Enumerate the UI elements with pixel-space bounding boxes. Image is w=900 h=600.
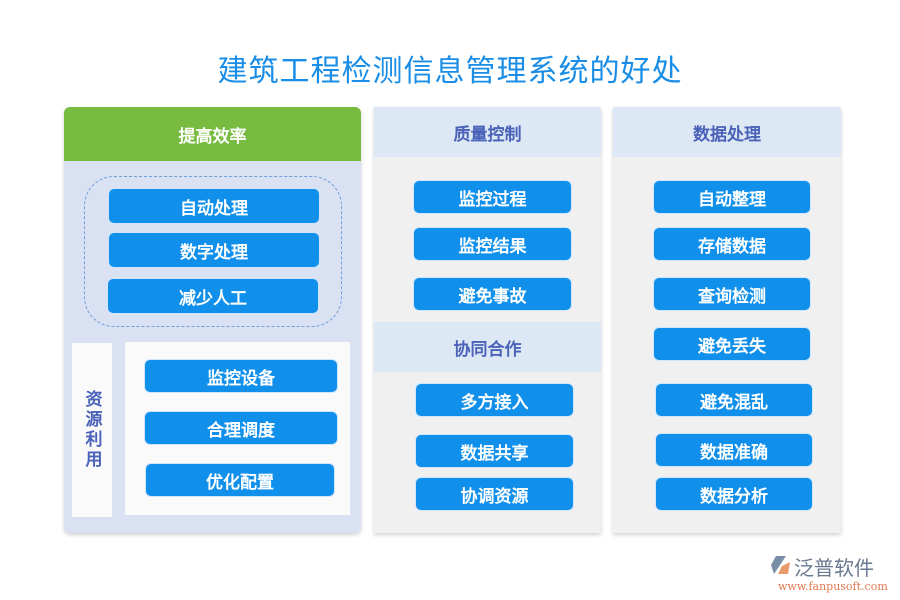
item-button[interactable]: 查询检测 (653, 277, 811, 311)
quality-panel: 质量控制 监控过程 监控结果 避免事故 协同合作 多方接入 数据共享 协调资源 (374, 107, 601, 533)
item-button[interactable]: 监控设备 (144, 359, 338, 393)
item-button[interactable]: 避免混乱 (655, 383, 813, 417)
item-button[interactable]: 监控结果 (413, 227, 572, 261)
item-button[interactable]: 存储数据 (653, 227, 811, 261)
resource-label-box: 资源利用 (72, 343, 112, 517)
item-button[interactable]: 协调资源 (415, 477, 574, 511)
efficiency-header: 提高效率 (64, 107, 361, 161)
item-button[interactable]: 监控过程 (413, 180, 572, 214)
item-button[interactable]: 多方接入 (415, 383, 574, 417)
logo-name: 泛普软件 (794, 556, 874, 580)
item-button[interactable]: 避免事故 (413, 277, 572, 311)
efficiency-panel: 提高效率 自动处理 数字处理 减少人工 资源利用 监控设备 合理调度 优化配置 (64, 107, 361, 533)
item-button[interactable]: 数据分析 (655, 477, 813, 511)
resource-label: 资源利用 (81, 390, 102, 470)
item-button[interactable]: 自动整理 (653, 180, 811, 214)
page-title: 建筑工程检测信息管理系统的好处 (217, 54, 683, 89)
item-button[interactable]: 数字处理 (108, 232, 320, 268)
automation-group (84, 176, 342, 327)
item-button[interactable]: 数据准确 (655, 433, 813, 467)
item-button[interactable]: 减少人工 (107, 278, 319, 314)
item-button[interactable]: 自动处理 (108, 188, 320, 224)
logo: 泛普软件 www.fanpusoft.com (768, 552, 898, 596)
quality-header: 质量控制 (374, 107, 601, 157)
collaboration-header: 协同合作 (374, 322, 601, 372)
logo-url: www.fanpusoft.com (778, 580, 888, 593)
fanpu-logo-icon (771, 556, 790, 574)
item-button[interactable]: 避免丢失 (653, 327, 811, 361)
item-button[interactable]: 优化配置 (145, 463, 335, 497)
item-button[interactable]: 合理调度 (144, 411, 338, 445)
item-button[interactable]: 数据共享 (415, 434, 574, 468)
data-header: 数据处理 (613, 107, 841, 157)
data-panel: 数据处理 自动整理 存储数据 查询检测 避免丢失 避免混乱 数据准确 数据分析 (613, 107, 841, 533)
